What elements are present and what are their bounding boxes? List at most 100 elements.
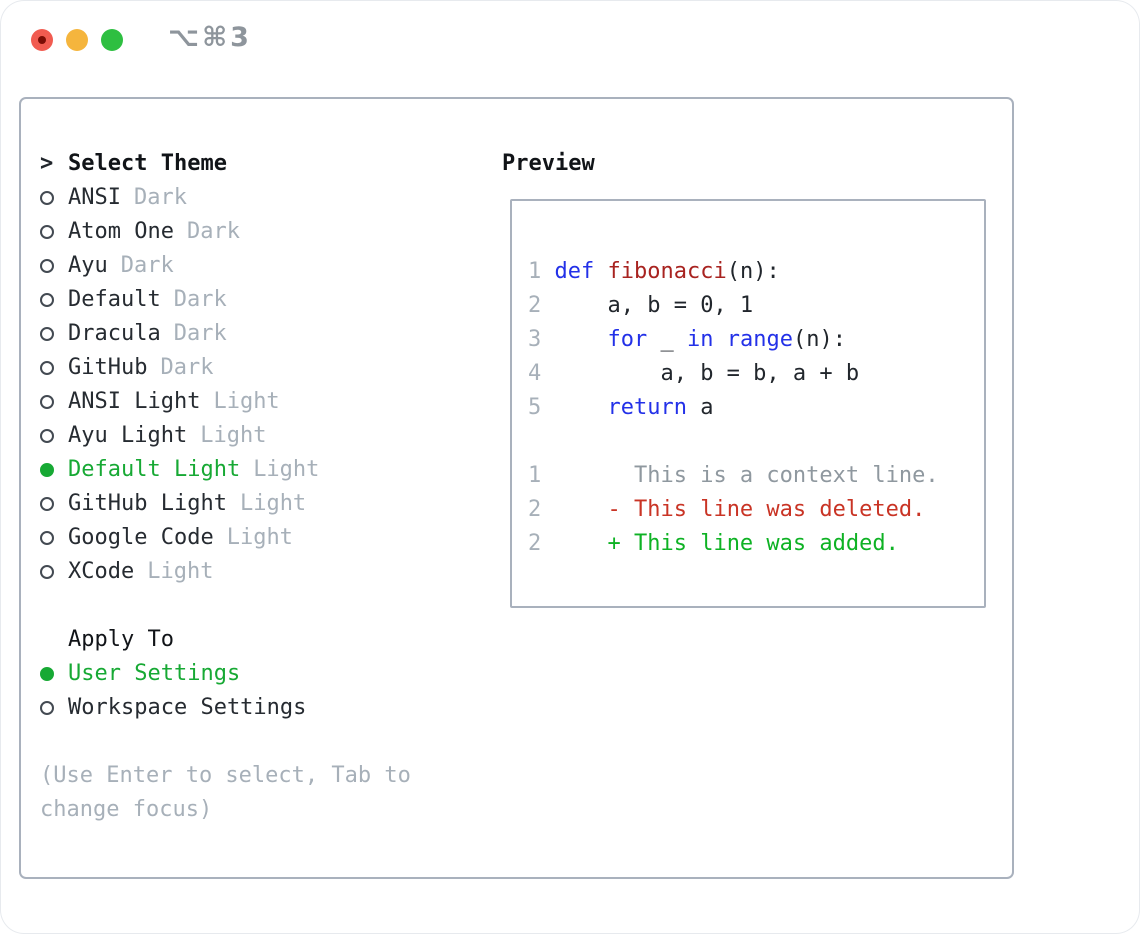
titlebar: [31, 29, 123, 51]
radio-icon: [40, 225, 54, 239]
theme-variant: Dark: [173, 321, 227, 346]
code-segment: (n):: [792, 327, 846, 352]
theme-name: XCode: [68, 559, 135, 584]
preview-line: 1 def fibonacci(n):: [528, 255, 984, 289]
theme-variant: Light: [213, 389, 280, 414]
radio-gutter: [40, 361, 68, 375]
radio-icon: [40, 259, 54, 273]
code-segment: for: [607, 327, 648, 352]
code-segment: [541, 463, 634, 488]
theme-variant: Light: [226, 525, 293, 550]
radio-icon: [40, 463, 54, 477]
theme-option[interactable]: ANSI Dark: [40, 181, 493, 215]
preview-line: [528, 221, 984, 255]
theme-name: Google Code: [68, 525, 214, 550]
preview-line: [528, 425, 984, 459]
code-segment: _: [647, 327, 687, 352]
code-segment: 3: [528, 327, 542, 352]
radio-icon: [40, 497, 54, 511]
theme-variant: Light: [239, 491, 307, 516]
code-segment: 2: [528, 293, 542, 318]
theme-name: GitHub: [68, 355, 148, 380]
close-button[interactable]: [31, 29, 53, 51]
code-segment: [594, 259, 607, 284]
apply-option-label: Workspace Settings: [68, 695, 307, 720]
preview-line: 4 a, b = b, a + b: [528, 357, 984, 391]
theme-option[interactable]: ANSI Light Light: [40, 385, 493, 419]
radio-gutter: [40, 497, 68, 511]
theme-variant: Dark: [160, 355, 214, 380]
theme-name: ANSI Light: [68, 389, 201, 414]
preview-line: 5 return a: [528, 391, 984, 425]
theme-variant: Dark: [133, 185, 187, 210]
apply-option[interactable]: Workspace Settings: [40, 691, 493, 725]
theme-name: Atom One: [68, 219, 174, 244]
theme-variant: Dark: [186, 219, 240, 244]
radio-gutter: [40, 327, 68, 341]
radio-icon: [40, 701, 54, 715]
code-segment: [541, 497, 607, 522]
radio-gutter: [40, 463, 68, 477]
theme-option[interactable]: Dracula Dark: [40, 317, 493, 351]
hint-line-2: change focus): [40, 797, 213, 822]
theme-name: Dracula: [68, 321, 161, 346]
preview-title: Preview: [502, 151, 595, 176]
radio-icon: [40, 395, 54, 409]
preview-line: 2 - This line was deleted.: [528, 493, 984, 527]
apply-to-label: Apply To: [68, 627, 174, 652]
theme-name: Ayu: [68, 253, 108, 278]
code-segment: fibonacci: [607, 259, 727, 284]
code-segment: - This line was deleted.: [607, 497, 926, 522]
code-segment: a, b = b, a + b: [541, 361, 860, 386]
apply-option[interactable]: User Settings: [40, 657, 493, 691]
theme-variant: Light: [253, 457, 320, 482]
focus-gutter: >: [40, 147, 68, 181]
select-theme-header: > Select Theme: [40, 147, 493, 181]
radio-gutter: [40, 701, 68, 715]
theme-option[interactable]: Google Code Light: [40, 521, 493, 555]
hint-line-1: (Use Enter to select, Tab to: [40, 763, 411, 788]
radio-icon: [40, 429, 54, 443]
theme-option[interactable]: GitHub Dark: [40, 351, 493, 385]
radio-gutter: [40, 191, 68, 205]
code-segment: def: [554, 259, 595, 284]
code-segment: [541, 531, 607, 556]
radio-gutter: [40, 667, 68, 681]
radio-gutter: [40, 259, 68, 273]
preview-line: 3 for _ in range(n):: [528, 323, 984, 357]
code-segment: in: [686, 327, 714, 352]
radio-gutter: [40, 225, 68, 239]
radio-icon: [40, 191, 54, 205]
theme-name: ANSI: [68, 185, 121, 210]
theme-name: Ayu Light: [68, 423, 188, 448]
code-segment: 1: [528, 463, 542, 488]
code-segment: [541, 395, 607, 420]
code-segment: 2: [528, 531, 542, 556]
apply-option-label: User Settings: [68, 661, 241, 686]
zoom-button[interactable]: [101, 29, 123, 51]
window-title: ⌥⌘3: [168, 22, 252, 53]
radio-gutter: [40, 565, 68, 579]
radio-gutter: [40, 531, 68, 545]
code-segment: range: [726, 327, 793, 352]
code-segment: 2: [528, 497, 542, 522]
radio-icon: [40, 361, 54, 375]
minimize-button[interactable]: [66, 29, 88, 51]
code-segment: [713, 327, 726, 352]
code-segment: [541, 259, 554, 284]
theme-option[interactable]: Atom One Dark: [40, 215, 493, 249]
focus-prompt-icon: >: [40, 151, 54, 176]
preview-line: 1 This is a context line.: [528, 459, 984, 493]
apply-to-header: Apply To: [40, 623, 493, 657]
code-segment: a: [686, 395, 714, 420]
